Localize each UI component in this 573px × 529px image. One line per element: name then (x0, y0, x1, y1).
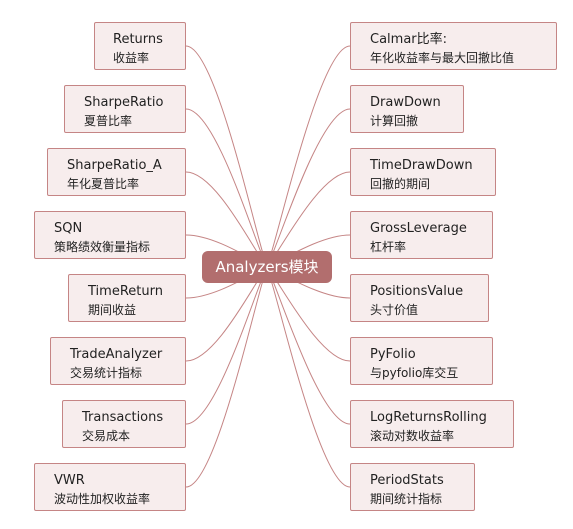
node-description: 期间统计指标 (370, 492, 443, 506)
connector-left-1 (185, 108, 268, 268)
node-description: 与pyfolio库交互 (370, 366, 459, 380)
node-tradeanalyzer[interactable]: TradeAnalyzer 交易统计指标 (50, 337, 186, 385)
node-vwr[interactable]: VWR 波动性加权收益率 (34, 463, 186, 511)
node-description: 波动性加权收益率 (54, 492, 151, 506)
node-description: 交易成本 (82, 429, 131, 443)
node-title: TimeReturn (88, 284, 163, 299)
node-drawdown[interactable]: DrawDown 计算回撤 (350, 85, 464, 133)
connector-left-6 (185, 266, 268, 425)
node-title: TradeAnalyzer (70, 347, 163, 362)
node-sharperatio-a[interactable]: SharpeRatio_A 年化夏普比率 (47, 148, 186, 196)
node-description: 收益率 (113, 51, 150, 65)
node-description: 计算回撤 (370, 114, 419, 128)
node-title: VWR (54, 473, 85, 488)
root-node[interactable]: Analyzers模块 (202, 251, 332, 283)
node-description: 杠杆率 (370, 240, 407, 254)
node-title: Calmar比率: (370, 32, 448, 47)
connector-right-1 (266, 108, 351, 268)
node-title: PyFolio (370, 347, 416, 362)
node-description: 头寸价值 (370, 303, 419, 317)
node-sqn[interactable]: SQN 策略绩效衡量指标 (34, 211, 186, 259)
node-returns[interactable]: Returns 收益率 (94, 22, 186, 70)
node-description: 交易统计指标 (70, 366, 143, 380)
node-title: Transactions (82, 410, 164, 425)
node-title: DrawDown (370, 95, 441, 110)
node-description: 期间收益 (88, 303, 137, 317)
node-sharperatio[interactable]: SharpeRatio 夏普比率 (64, 85, 186, 133)
node-title: SharpeRatio (84, 95, 164, 110)
connector-right-0 (266, 45, 351, 268)
connector-right-7 (266, 266, 351, 488)
node-calmar[interactable]: Calmar比率: 年化收益率与最大回撤比值 (350, 22, 557, 70)
node-title: SharpeRatio_A (67, 158, 162, 173)
node-title: SQN (54, 221, 83, 236)
node-title: PositionsValue (370, 284, 464, 299)
node-description: 年化收益率与最大回撤比值 (370, 51, 515, 65)
node-title: PeriodStats (370, 473, 444, 488)
connector-right-6 (266, 266, 351, 425)
node-periodstats[interactable]: PeriodStats 期间统计指标 (350, 463, 475, 511)
node-title: GrossLeverage (370, 221, 467, 236)
connector-left-7 (185, 266, 268, 488)
node-transactions[interactable]: Transactions 交易成本 (62, 400, 186, 448)
connector-left-0 (185, 45, 268, 268)
node-description: 策略绩效衡量指标 (54, 240, 151, 254)
node-title: LogReturnsRolling (370, 410, 487, 425)
node-positionsvalue[interactable]: PositionsValue 头寸价值 (350, 274, 489, 322)
node-description: 夏普比率 (84, 114, 133, 128)
node-timereturn[interactable]: TimeReturn 期间收益 (68, 274, 186, 322)
node-title: TimeDrawDown (370, 158, 473, 173)
node-title: Returns (113, 32, 163, 47)
node-description: 滚动对数收益率 (370, 429, 455, 443)
node-grossleverage[interactable]: GrossLeverage 杠杆率 (350, 211, 493, 259)
node-description: 年化夏普比率 (67, 177, 140, 191)
node-pyfolio[interactable]: PyFolio 与pyfolio库交互 (350, 337, 493, 385)
node-description: 回撤的期间 (370, 177, 431, 191)
node-timedrawdown[interactable]: TimeDrawDown 回撤的期间 (350, 148, 496, 196)
node-logreturnsrolling[interactable]: LogReturnsRolling 滚动对数收益率 (350, 400, 514, 448)
